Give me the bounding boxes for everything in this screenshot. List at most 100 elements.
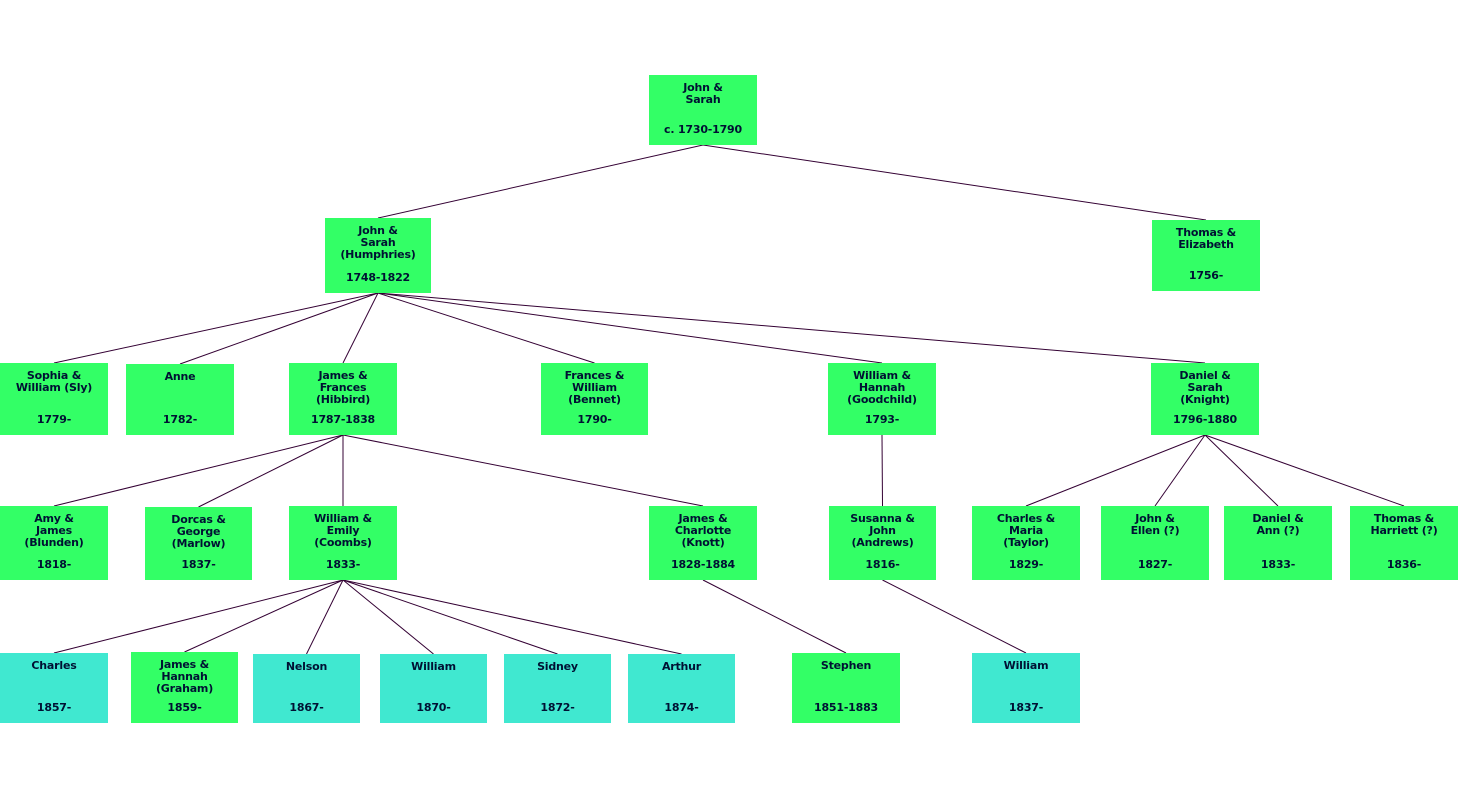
- node-dates: 1818-: [36, 558, 72, 571]
- node-dates: 1782-: [162, 413, 198, 426]
- node-name: Arthur: [661, 660, 702, 673]
- edge-james-frances-hibbird--amy-james-blunden: [53, 434, 344, 507]
- node-dates: 1857-: [36, 701, 72, 714]
- edge-james-charlotte-knott--stephen: [702, 579, 847, 654]
- node-dates: 1833-: [1260, 558, 1296, 571]
- node-dates: 1796-1880: [1173, 413, 1237, 426]
- node-name: John &Sarah: [683, 81, 723, 106]
- edge-james-frances-hibbird--dorcas-george-marlow: [198, 434, 344, 508]
- node-stephen[interactable]: Stephen 1851-1883: [792, 653, 900, 723]
- node-james-charlotte-knott[interactable]: James &Charlotte(Knott) 1828-1884: [649, 506, 757, 580]
- node-name: James &Frances(Hibbird): [315, 369, 371, 406]
- node-dates: 1793-: [864, 413, 900, 426]
- node-dates: 1756-: [1188, 269, 1224, 282]
- node-anne[interactable]: Anne 1782-: [126, 364, 234, 435]
- node-dates: 1787-1838: [311, 413, 375, 426]
- edge-john-sarah-1730--thomas-elizabeth: [702, 144, 1207, 221]
- edge-william-emily-coombs--nelson: [306, 579, 344, 655]
- node-amy-james-blunden[interactable]: Amy &James(Blunden) 1818-: [0, 506, 108, 580]
- node-william-hannah-goodchild[interactable]: William &Hannah(Goodchild) 1793-: [828, 363, 936, 435]
- node-name: Nelson: [285, 660, 328, 673]
- edge-john-sarah-humphries--daniel-sarah-knight: [377, 292, 1206, 364]
- edge-william-emily-coombs--william-1870: [342, 579, 434, 655]
- node-nelson[interactable]: Nelson 1867-: [253, 654, 360, 723]
- node-name: Anne: [164, 370, 196, 383]
- edge-daniel-sarah-knight--john-ellen: [1154, 434, 1206, 507]
- node-john-sarah-1730[interactable]: John &Sarah c. 1730-1790: [649, 75, 757, 145]
- edge-william-emily-coombs--james-hannah-graham: [184, 579, 344, 653]
- node-dates: 1851-1883: [814, 701, 878, 714]
- edge-daniel-sarah-knight--thomas-harriett: [1204, 434, 1405, 507]
- node-daniel-sarah-knight[interactable]: Daniel &Sarah(Knight) 1796-1880: [1151, 363, 1259, 435]
- node-dates: 1779-: [36, 413, 72, 426]
- node-john-sarah-humphries[interactable]: John &Sarah(Humphries) 1748-1822: [325, 218, 431, 293]
- edge-james-frances-hibbird--james-charlotte-knott: [342, 434, 704, 507]
- node-name: Charles: [31, 659, 77, 672]
- edge-william-emily-coombs--charles: [53, 579, 344, 654]
- node-dates: 1790-: [577, 413, 612, 426]
- node-dates: 1836-: [1386, 558, 1422, 571]
- node-thomas-elizabeth[interactable]: Thomas &Elizabeth 1756-: [1152, 220, 1260, 291]
- node-name: John &Sarah(Humphries): [340, 224, 416, 261]
- node-james-hannah-graham[interactable]: James &Hannah(Graham) 1859-: [131, 652, 238, 723]
- node-name: Sidney: [537, 660, 578, 673]
- node-susanna-john-andrews[interactable]: Susanna &John(Andrews) 1816-: [829, 506, 936, 580]
- node-charles-maria-taylor[interactable]: Charles &Maria(Taylor)1829-: [972, 506, 1080, 580]
- node-daniel-ann[interactable]: Daniel &Ann (?) 1833-: [1224, 506, 1332, 580]
- node-dates: 1867-: [289, 701, 324, 714]
- node-name: Thomas &Elizabeth: [1175, 226, 1237, 251]
- node-name: Amy &James(Blunden): [24, 512, 84, 549]
- node-name: Frances &William(Bennet): [564, 369, 625, 406]
- node-thomas-harriett[interactable]: Thomas &Harriett (?) 1836-: [1350, 506, 1458, 580]
- node-dorcas-george-marlow[interactable]: Dorcas &George(Marlow) 1837-: [145, 507, 252, 580]
- edge-john-sarah-1730--john-sarah-humphries: [377, 144, 704, 219]
- node-name: Sophia &William (Sly): [15, 369, 93, 394]
- node-dates: 1859-: [167, 701, 202, 714]
- node-dates: 1829-: [1008, 558, 1044, 571]
- node-name: Thomas &Harriett (?): [1370, 512, 1438, 537]
- node-dates: 1870-: [416, 701, 451, 714]
- node-dates: 1828-1884: [671, 558, 735, 571]
- edge-john-sarah-humphries--sophia-william-sly: [53, 292, 379, 364]
- node-sophia-william-sly[interactable]: Sophia &William (Sly) 1779-: [0, 363, 108, 435]
- node-john-ellen[interactable]: John &Ellen (?) 1827-: [1101, 506, 1209, 580]
- node-william-emily-coombs[interactable]: William &Emily(Coombs)1833-: [289, 506, 397, 580]
- node-dates: 1816-: [865, 558, 900, 571]
- node-dates: 1748-1822: [346, 271, 410, 284]
- node-dates: c. 1730-1790: [664, 123, 742, 136]
- edge-william-emily-coombs--arthur: [342, 579, 682, 655]
- edge-william-emily-coombs--sidney: [342, 579, 558, 655]
- edge-john-sarah-humphries--anne: [179, 292, 379, 365]
- node-dates: 1837-: [181, 558, 216, 571]
- node-name: Stephen: [820, 659, 872, 672]
- node-name: James &Hannah(Graham): [155, 658, 214, 695]
- node-name: James &Charlotte(Knott): [674, 512, 732, 549]
- node-name: Daniel &Sarah(Knight): [1179, 369, 1231, 406]
- edge-john-sarah-humphries--william-hannah-goodchild: [377, 292, 883, 364]
- node-name: John &Ellen (?): [1130, 512, 1180, 537]
- node-james-frances-hibbird[interactable]: James &Frances(Hibbird) 1787-1838: [289, 363, 397, 435]
- edge-william-hannah-goodchild--susanna-john-andrews: [881, 434, 883, 507]
- node-william-1870[interactable]: William 1870-: [380, 654, 487, 723]
- edge-john-sarah-humphries--james-frances-hibbird: [342, 292, 379, 364]
- node-charles[interactable]: Charles 1857-: [0, 653, 108, 723]
- edge-john-sarah-humphries--frances-william-bennet: [377, 292, 595, 364]
- node-dates: 1827-: [1137, 558, 1173, 571]
- node-frances-william-bennet[interactable]: Frances &William(Bennet) 1790-: [541, 363, 648, 435]
- node-name: William &Hannah(Goodchild): [847, 369, 917, 406]
- node-dates: 1833-: [325, 558, 361, 571]
- node-name: William: [411, 660, 456, 673]
- node-name: Daniel &Ann (?): [1252, 512, 1304, 537]
- node-dates: 1837-: [1008, 701, 1044, 714]
- edge-susanna-john-andrews--william-1837: [882, 579, 1027, 654]
- edge-daniel-sarah-knight--daniel-ann: [1204, 434, 1279, 507]
- node-name: Dorcas &George(Marlow): [171, 513, 226, 550]
- edge-daniel-sarah-knight--charles-maria-taylor: [1025, 434, 1206, 507]
- node-name: Susanna &John(Andrews): [850, 512, 915, 549]
